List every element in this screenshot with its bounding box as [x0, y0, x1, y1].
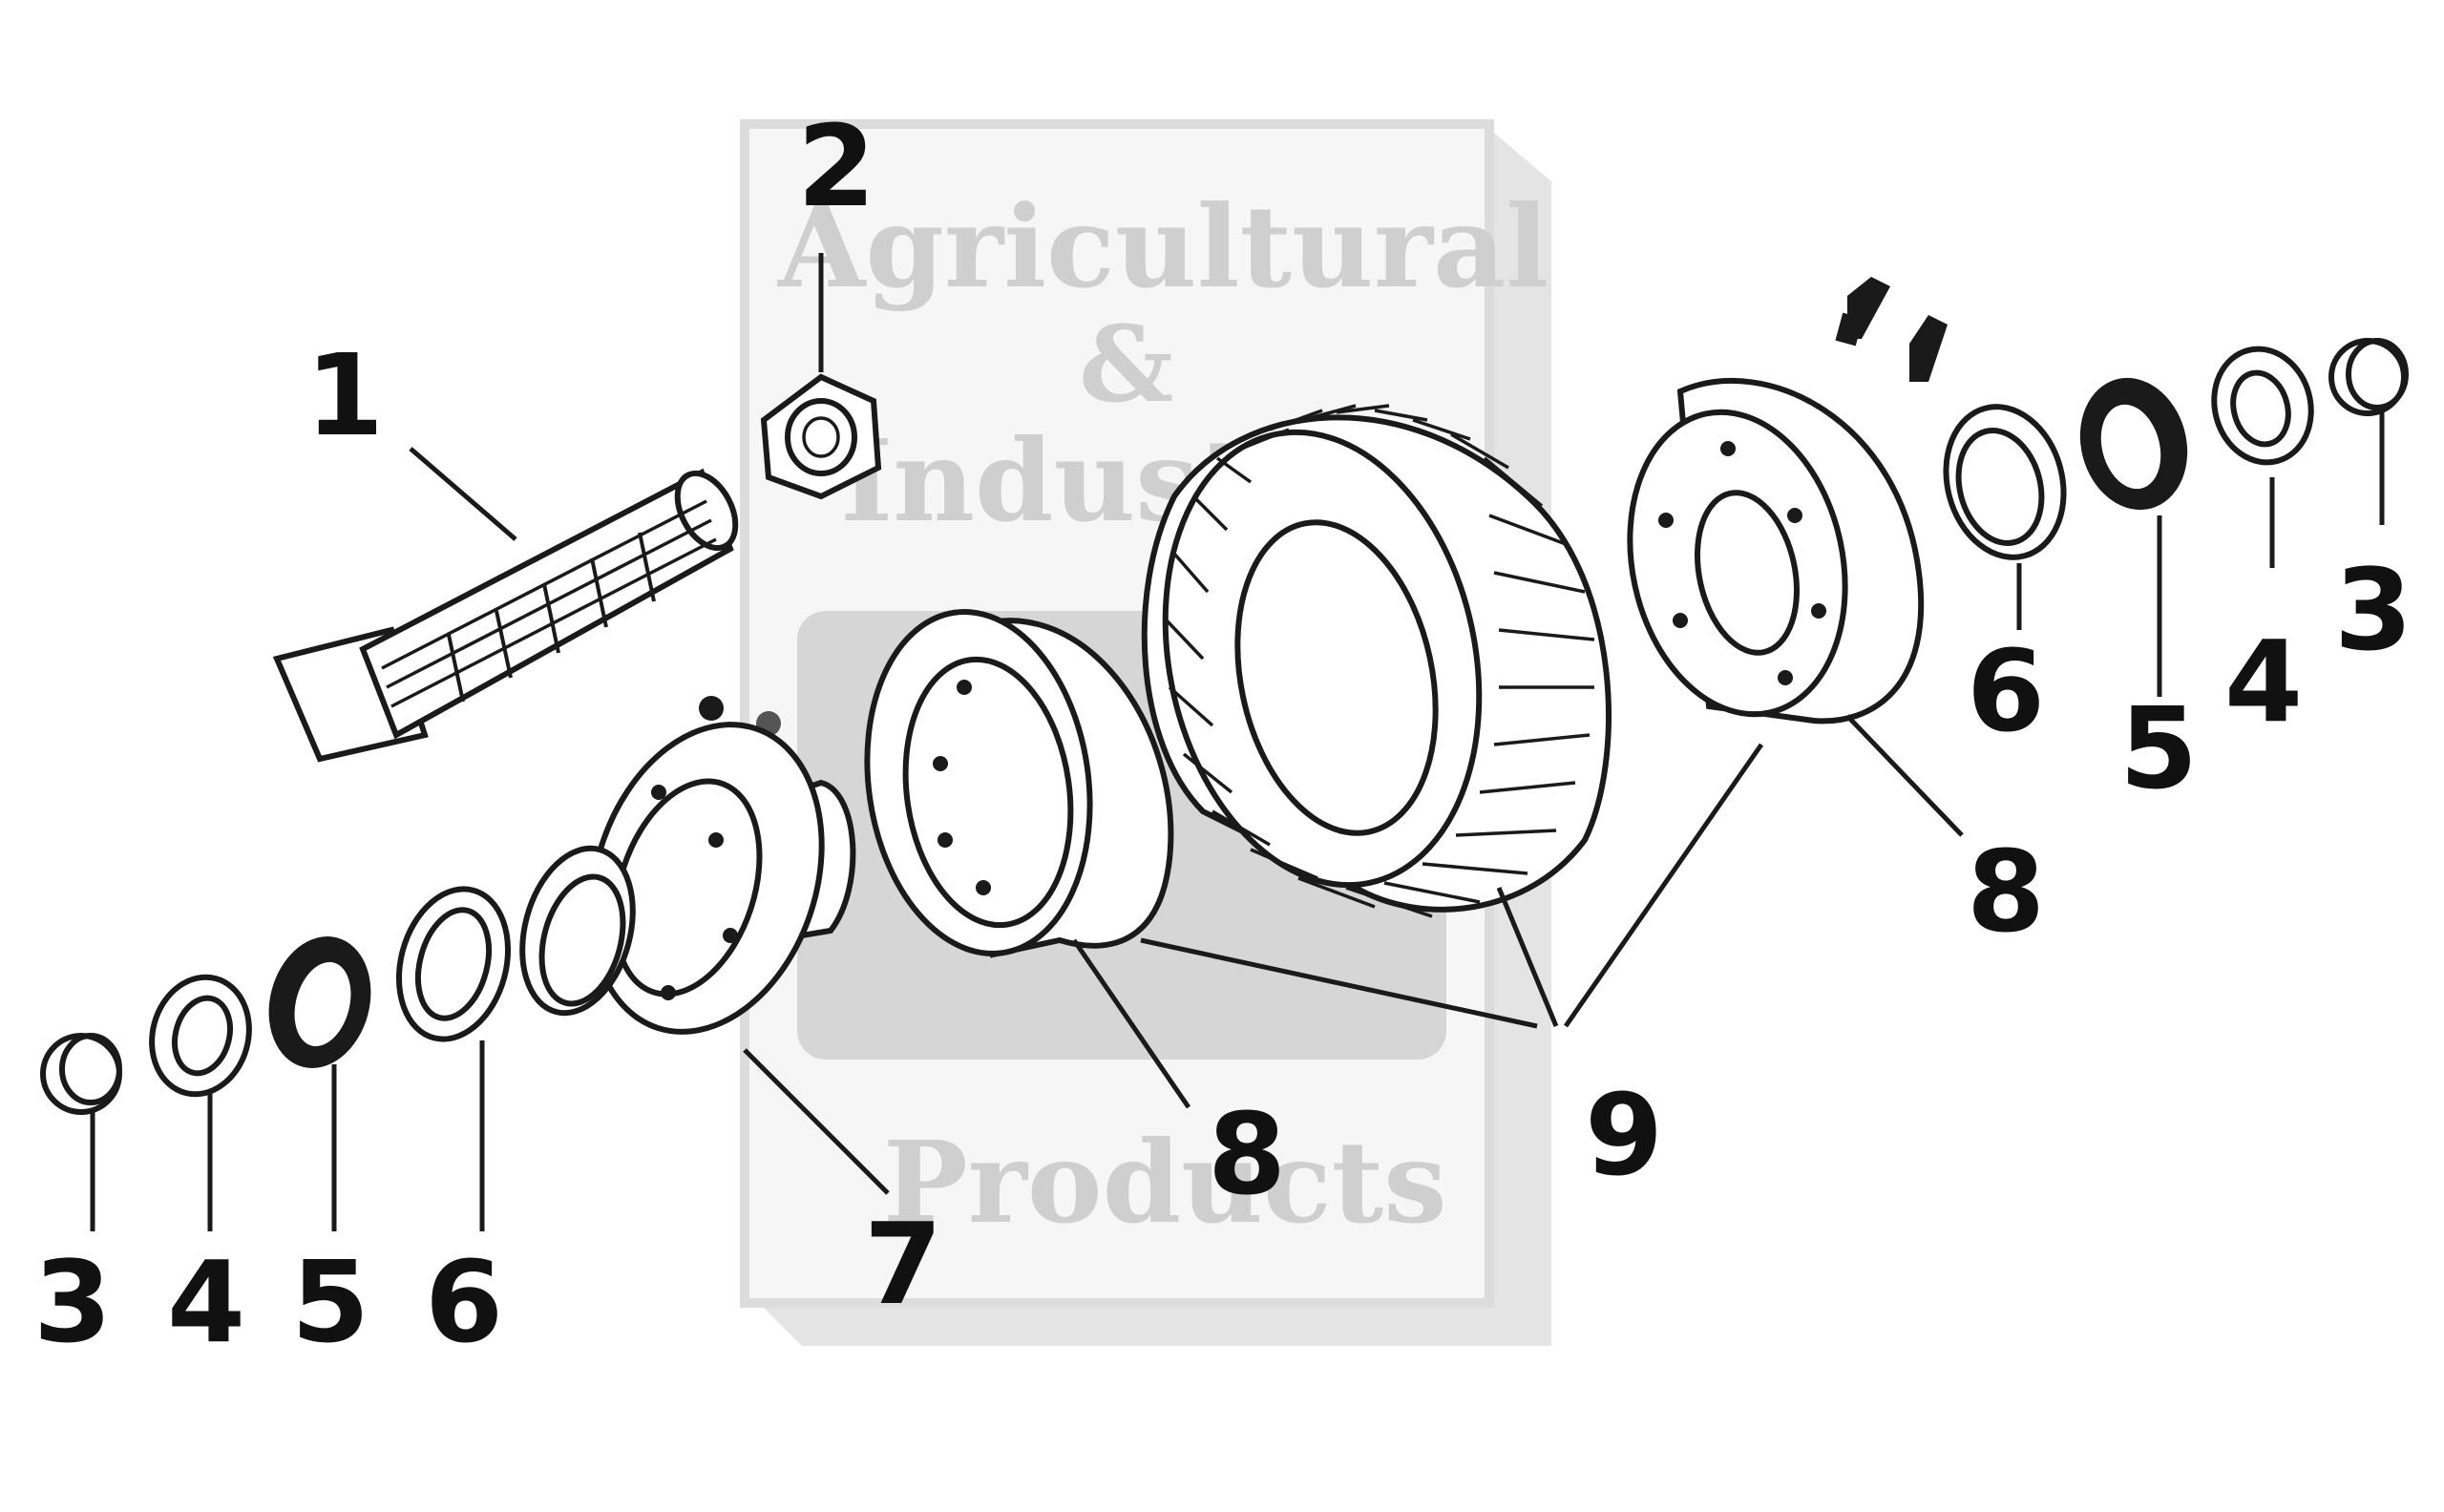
callout-labels: 1 2 3 4 5 6 7 8 9 8 6 5 4 3 [33, 100, 2412, 1368]
callout-7: 7 [864, 1198, 942, 1330]
callout-6-left: 6 [425, 1236, 503, 1368]
callout-5-left: 5 [291, 1236, 369, 1368]
seal-ring-left [149, 974, 252, 1098]
bearing-cone-left [395, 886, 512, 1042]
bolt-part [272, 468, 739, 763]
wheel-disc-part [1627, 377, 1925, 724]
callout-5-right: 5 [2119, 682, 2198, 814]
callout-8-mid: 8 [1208, 1088, 1286, 1220]
rim-part [864, 609, 1174, 958]
cap-right [2328, 338, 2409, 416]
lock-nut-part [760, 373, 882, 500]
callout-8-right: 8 [1967, 826, 2045, 957]
callout-2: 2 [797, 100, 875, 232]
callout-1: 1 [306, 329, 384, 461]
tire-part [1141, 404, 1612, 918]
seal-ring-right [2211, 346, 2314, 466]
callout-3-right: 3 [2334, 544, 2412, 676]
watermark-text-line1: Agricultural [777, 180, 1549, 313]
callout-6-right: 6 [1967, 625, 2045, 757]
bearing-cup-left [519, 845, 636, 1017]
callout-4-left: 4 [167, 1236, 245, 1368]
callout-3-left: 3 [33, 1236, 112, 1368]
hub-part [588, 722, 856, 1035]
bearing-cup-right [1943, 404, 2067, 560]
bearing-right [2079, 377, 2188, 511]
watermark-text-line4: Products [883, 1116, 1447, 1249]
cap-left [40, 1033, 122, 1115]
callout-4-right: 4 [2224, 616, 2303, 747]
leader-lines [90, 253, 2385, 1231]
watermark-text-line2: & [1079, 303, 1173, 426]
wheel-bolts [1835, 277, 1948, 382]
callout-9: 9 [1585, 1069, 1663, 1201]
bearing-left [268, 936, 371, 1068]
